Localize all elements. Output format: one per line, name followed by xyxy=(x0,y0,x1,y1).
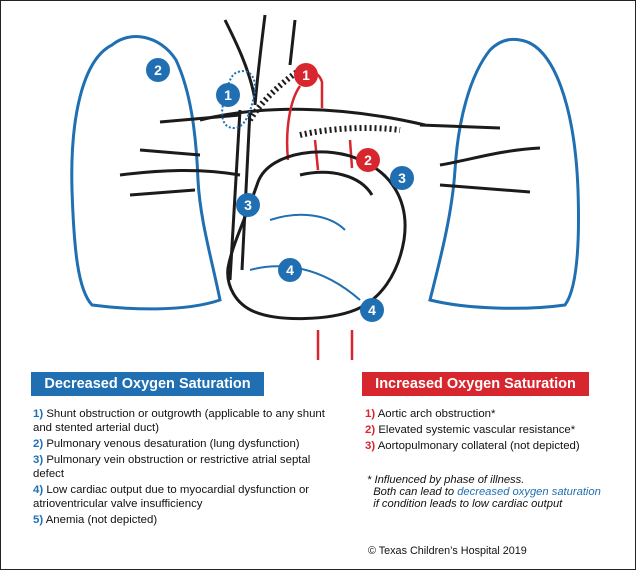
badge-red-2: 2 xyxy=(356,148,380,172)
list-item: 4) Low cardiac output due to myocardial … xyxy=(33,483,333,511)
increased-saturation-list: 1) Aortic arch obstruction* 2) Elevated … xyxy=(365,407,625,455)
list-item: 5) Anemia (not depicted) xyxy=(33,513,333,527)
badge-red-1: 1 xyxy=(294,63,318,87)
badge-blue-3-left: 3 xyxy=(236,193,260,217)
copyright-text: © Texas Children’s Hospital 2019 xyxy=(368,545,527,557)
heart xyxy=(228,152,405,319)
decreased-saturation-heading: Decreased Oxygen Saturation xyxy=(31,372,264,396)
list-item: 3) Aortopulmonary collateral (not depict… xyxy=(365,439,625,453)
svg-text:3: 3 xyxy=(398,170,406,186)
list-item: 3) Pulmonary vein obstruction or restric… xyxy=(33,453,333,481)
heart-lung-illustration: 1 2 3 3 4 4 1 2 xyxy=(0,0,636,370)
footnote: * Influenced by phase of illness. Both c… xyxy=(367,474,632,510)
svg-text:4: 4 xyxy=(286,262,294,278)
increased-saturation-heading: Increased Oxygen Saturation xyxy=(362,372,589,396)
svg-text:4: 4 xyxy=(368,302,376,318)
svg-text:1: 1 xyxy=(224,87,232,103)
right-lung xyxy=(430,39,578,308)
badge-blue-3-right: 3 xyxy=(390,166,414,190)
badge-blue-1: 1 xyxy=(216,83,240,107)
badge-blue-4-upper: 4 xyxy=(278,258,302,282)
list-item: 2) Pulmonary venous desaturation (lung d… xyxy=(33,437,333,451)
list-item: 2) Elevated systemic vascular resistance… xyxy=(365,423,625,437)
list-item: 1) Shunt obstruction or outgrowth (appli… xyxy=(33,407,333,435)
decreased-saturation-list: 1) Shunt obstruction or outgrowth (appli… xyxy=(33,407,333,529)
svg-text:3: 3 xyxy=(244,197,252,213)
svg-text:2: 2 xyxy=(154,62,162,78)
svg-text:1: 1 xyxy=(302,67,310,83)
svg-text:2: 2 xyxy=(364,152,372,168)
badge-blue-4-lower: 4 xyxy=(360,298,384,322)
badge-blue-2: 2 xyxy=(146,58,170,82)
list-item: 1) Aortic arch obstruction* xyxy=(365,407,625,421)
